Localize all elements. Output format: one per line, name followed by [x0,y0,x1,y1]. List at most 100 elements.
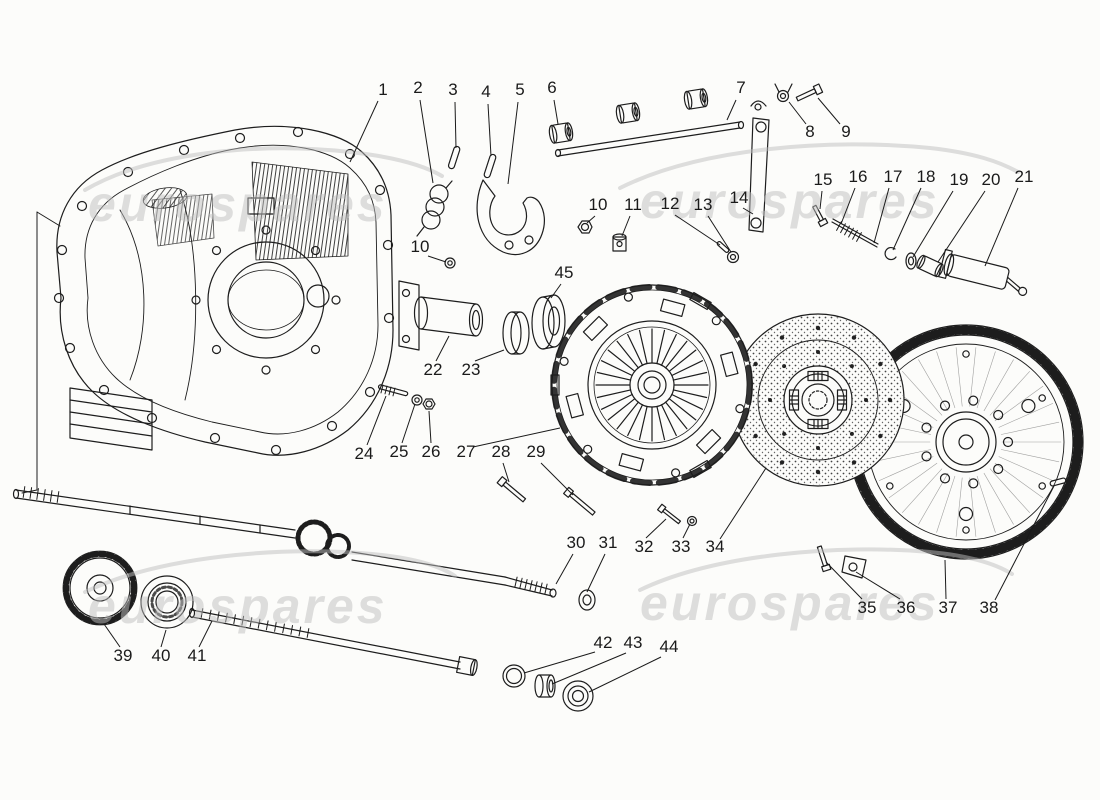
bushing-part-6c [683,88,709,110]
part-number-label: 12 [661,194,680,213]
part-number-label: 11 [624,195,642,214]
watermark-swoosh [618,142,1020,190]
seal-part-31 [578,589,596,611]
part-number-label: 5 [515,80,524,99]
cylinder-body-part-21 [938,248,1028,296]
bushing-part-6a [548,122,574,144]
o-ring-part-42 [502,664,526,688]
leader-line [103,623,121,648]
leader-line [502,462,510,483]
leader-line [551,652,627,685]
leader-line [553,99,559,125]
leader-line [523,651,596,674]
clutch-disc [731,313,905,487]
leader-line [160,629,167,648]
part-number-label: 37 [939,598,958,617]
part-number-label: 24 [355,444,374,463]
clutch-fork-part-5 [476,179,545,256]
bolt-part-32 [657,503,682,525]
watermark-text: eurospares [640,575,940,631]
bushing-part-6b [615,102,641,124]
leader-line [788,101,807,125]
part-number-label: 26 [422,442,441,461]
part-number-label: 30 [567,533,586,552]
watermark-swoosh [83,146,444,192]
stud-part-24 [377,384,409,397]
leader-line [645,518,667,539]
cross-shaft-part-7 [554,120,745,158]
nut-part-10-right [577,220,593,234]
leader-line [555,553,574,585]
leader-line [428,410,432,444]
lay-gear-part-39 [62,550,138,626]
bearing-part-40 [140,575,194,629]
bolt-part-9 [795,83,824,102]
leader-line [719,467,767,540]
leader-line [873,187,890,244]
leader-line [427,255,447,263]
part-number-label: 31 [599,533,618,552]
leader-line [472,427,561,448]
exploded-drawing [12,83,1084,712]
leader-line [507,101,519,185]
leader-line [586,553,606,593]
bolt-part-28 [496,476,527,503]
part-number-label: 1 [378,80,387,99]
reference-line [21,211,61,494]
watermark-swoosh [638,547,1014,592]
part-number-label: 14 [730,188,749,207]
clevis-part-8 [774,83,793,103]
pivot-block-part-11 [612,233,627,252]
leader-line [817,97,841,125]
leader-line [937,190,986,263]
pressure-plate [550,284,753,486]
washer-part-19 [905,252,917,270]
part-number-label: 20 [982,170,1001,189]
part-number-label: 6 [547,78,556,97]
part-number-label: 41 [188,646,207,665]
leader-line [707,215,732,253]
leader-line [892,187,922,251]
leader-line [586,215,596,224]
release-bearing-parts-23-45 [502,294,566,355]
part-number-label: 39 [114,646,133,665]
part-number-label: 45 [555,263,574,282]
washer-part-13 [726,250,740,264]
part-number-label: 21 [1015,167,1034,186]
cooling-fins [69,387,153,451]
leader-line [621,215,631,237]
leader-line [912,190,954,258]
leader-line [674,214,721,246]
leader-line [944,559,947,600]
part-number-label: 28 [492,442,511,461]
part-number-label: 25 [390,442,409,461]
watermark-layer: eurospares eurospares eurospares eurospa… [83,142,1020,634]
leader-line [550,283,562,299]
part-number-label: 38 [980,598,999,617]
dowel-pin-part-38 [1049,477,1067,487]
guide-tube-part-22 [398,280,484,351]
nut-part-26 [422,398,436,410]
damper-spring-windows [788,370,848,430]
bolt-part-15 [812,204,829,228]
washer-part-10-left [444,257,456,269]
return-spring-part-2 [416,180,453,237]
part-number-label: 2 [413,78,422,97]
part-number-label: 17 [884,167,903,186]
leader-line [588,656,662,693]
leader-line [819,190,823,210]
part-number-label: 22 [424,360,443,379]
part-number-label: 34 [706,537,725,556]
leader-line [474,349,505,362]
circlip-part-18 [884,246,897,261]
pin-part-12 [716,241,730,253]
part-number-label: 43 [624,633,643,652]
leader-line [349,100,379,163]
leader-line [984,187,1019,267]
leader-line [198,620,213,648]
part-number-label: 23 [462,360,481,379]
collar-part-43 [534,674,556,698]
part-number-label: 19 [950,170,969,189]
